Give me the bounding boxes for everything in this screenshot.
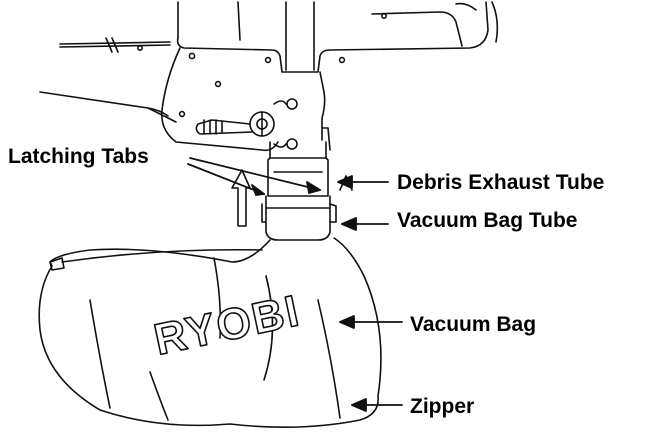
arrowhead-vacuum-tube	[341, 217, 357, 231]
arrowhead-latching-right	[306, 181, 321, 194]
vacuum-bag-tube-shape	[261, 195, 337, 241]
callout-leaders	[187, 157, 403, 412]
callout-debris-exhaust-tube: Debris Exhaust Tube	[397, 171, 605, 194]
bag-brand-logo: RYOBI	[150, 286, 305, 365]
arrowhead-latching-left	[251, 184, 265, 196]
leader-latching-right	[189, 157, 321, 191]
debris-exhaust-tube-shape	[267, 127, 331, 197]
callout-vacuum-bag-tube: Vacuum Bag Tube	[397, 209, 578, 232]
arrowhead-zipper	[351, 398, 367, 412]
tool-lower-body	[39, 47, 326, 152]
vacuum-bag-shape: RYOBI	[38, 237, 382, 428]
alignment-arrows	[231, 169, 353, 227]
arrowhead-vacuum-bag	[339, 315, 355, 329]
tool-housing	[59, 1, 499, 73]
arrowhead-debris	[337, 175, 353, 189]
callout-zipper: Zipper	[410, 395, 475, 418]
diverter-knob	[195, 98, 298, 150]
callout-latching-tabs: Latching Tabs	[8, 145, 149, 168]
callout-vacuum-bag: Vacuum Bag	[410, 313, 537, 336]
leader-latching-left	[187, 163, 265, 195]
